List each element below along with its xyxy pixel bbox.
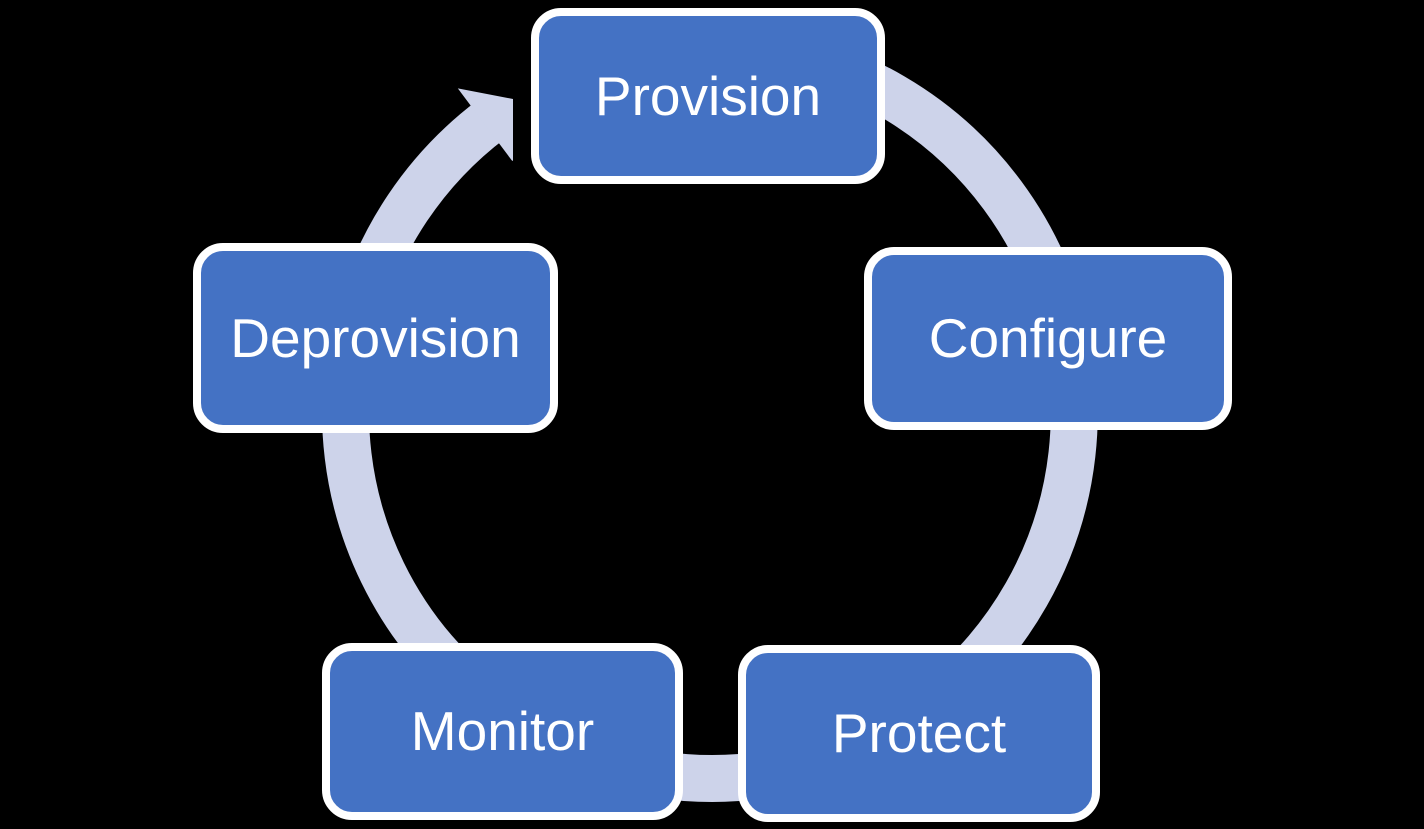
node-protect: Protect xyxy=(738,645,1100,822)
node-provision-label: Provision xyxy=(594,64,822,127)
node-protect-label: Protect xyxy=(831,702,1007,764)
node-configure: Configure xyxy=(864,247,1232,430)
node-configure-label: Configure xyxy=(928,307,1168,369)
node-monitor: Monitor xyxy=(322,643,683,820)
node-provision: Provision xyxy=(531,8,885,184)
cycle-arrow-head-icon xyxy=(457,88,513,161)
node-monitor-label: Monitor xyxy=(410,700,595,762)
node-deprovision-label: Deprovision xyxy=(230,306,521,369)
node-deprovision: Deprovision xyxy=(193,243,558,433)
